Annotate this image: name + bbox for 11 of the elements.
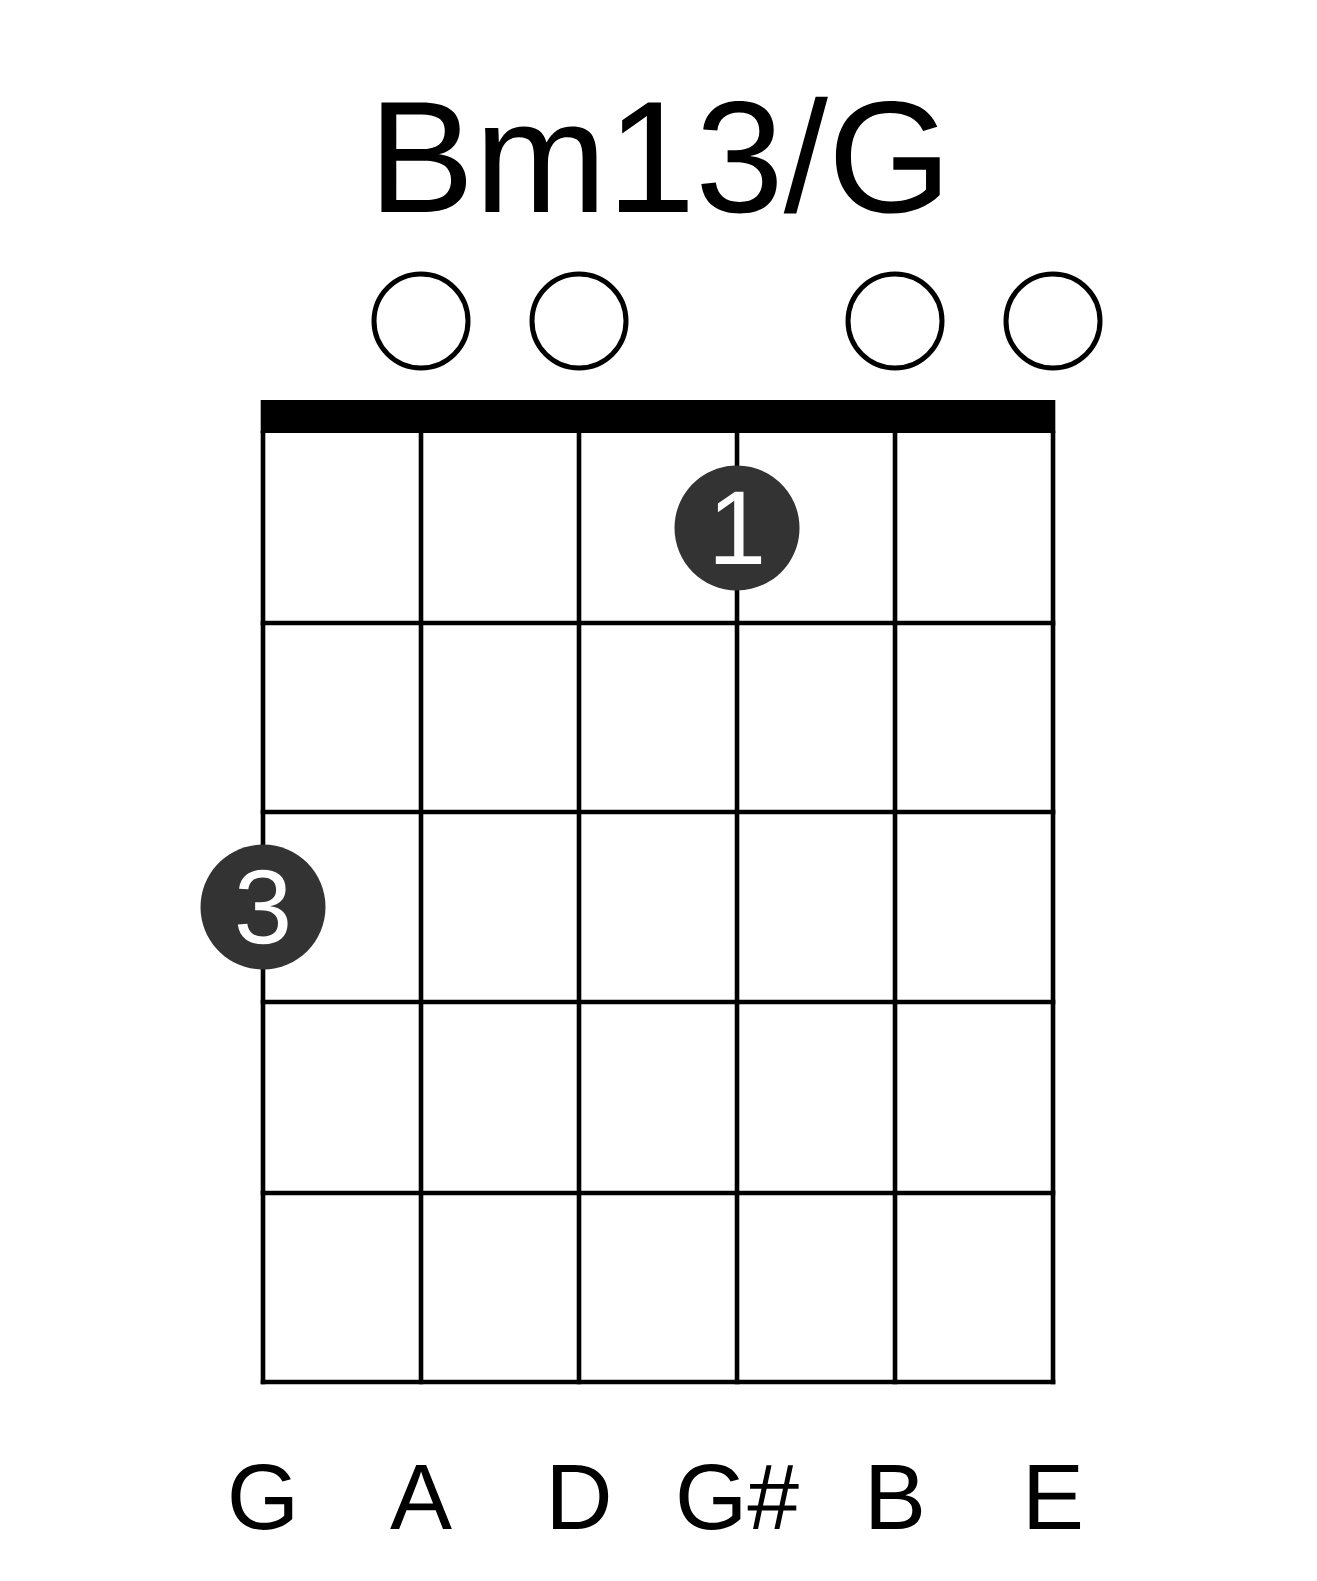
open-string-circle	[845, 271, 945, 371]
string-name: G	[231, 1464, 293, 1530]
open-string-circle	[1003, 271, 1103, 371]
open-string-circle	[371, 271, 471, 371]
string-name: D	[553, 1465, 609, 1529]
open-string-circle	[529, 271, 629, 371]
string-name: E	[1029, 1465, 1081, 1529]
string-name: B	[871, 1465, 922, 1529]
string-name: G#	[679, 1464, 799, 1530]
chord-title: Bm13/G	[381, 96, 940, 214]
string-name: A	[390, 1465, 452, 1529]
